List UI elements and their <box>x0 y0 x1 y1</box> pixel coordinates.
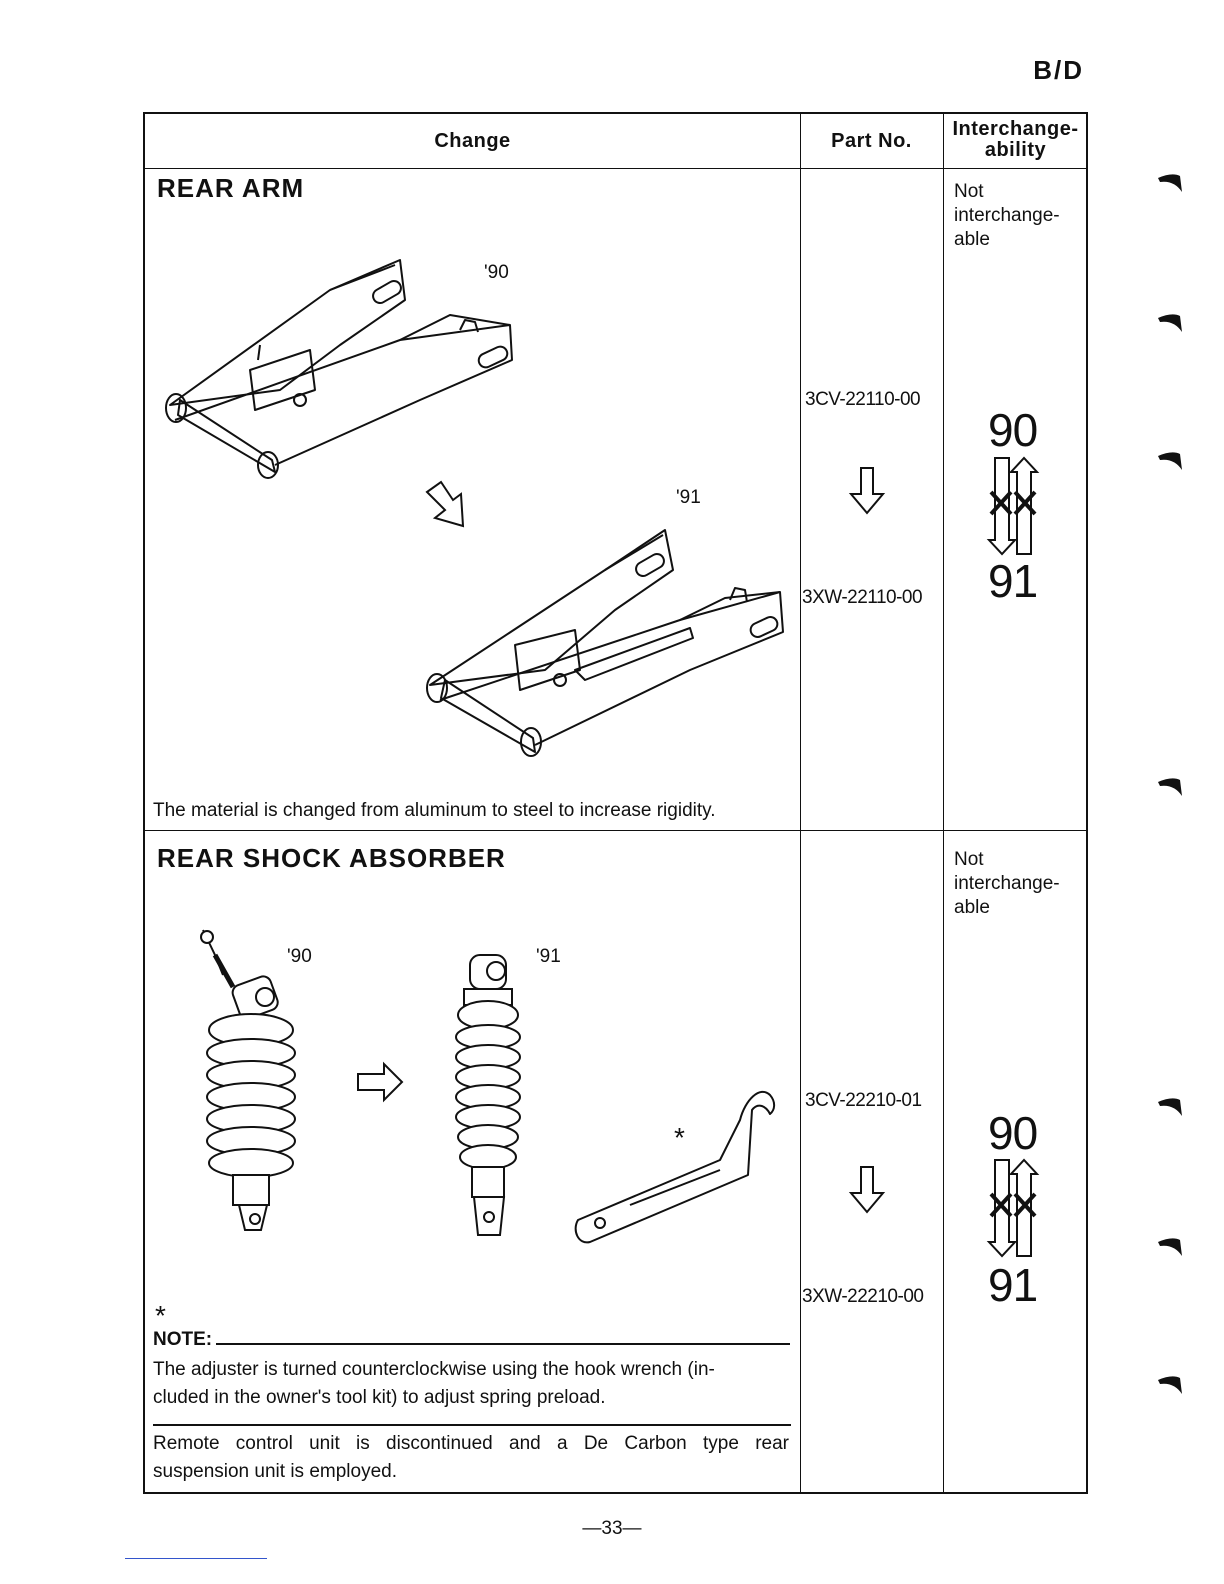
binder-mark-icon <box>1158 1098 1182 1116</box>
rear-shock-big-new: 91 <box>988 1259 1038 1311</box>
shock-90-illustration <box>200 929 296 1231</box>
down-arrow-icon <box>848 467 886 515</box>
note-text-line: The adjuster is turned counterclockwise … <box>153 1359 715 1380</box>
interchange-text-line: Not <box>954 181 984 202</box>
interchange-text-line: able <box>954 897 990 918</box>
note-rule <box>216 1343 790 1345</box>
header-interchange-line2: ability <box>984 139 1047 161</box>
section-code: B/D <box>1033 55 1084 85</box>
header-divider <box>145 168 1086 169</box>
page-number: —33— <box>582 1518 642 1539</box>
rear-shock-big-old: 90 <box>988 1107 1038 1159</box>
header-change: Change <box>434 130 511 152</box>
description-line: Remote control unit is discontinued and … <box>153 1433 789 1454</box>
column-divider <box>943 114 944 1492</box>
binder-mark-icon <box>1158 174 1182 192</box>
change-arrow-icon <box>425 480 465 528</box>
change-table: Change Part No. Interchange- ability <box>143 112 1088 1494</box>
down-arrow-icon <box>848 1166 886 1214</box>
binder-mark-icon <box>1158 1238 1182 1256</box>
rear-arm-year-new: '91 <box>676 487 701 508</box>
rear-shock-title: REAR SHOCK ABSORBER <box>157 843 506 873</box>
rear-arm-big-new: 91 <box>988 555 1038 607</box>
rear-arm-interchangeability: Not interchange- able <box>954 180 1060 252</box>
rear-arm-title: REAR ARM <box>157 173 305 203</box>
note-star-mark: * <box>155 1300 166 1331</box>
note-end-rule <box>153 1424 791 1426</box>
rear-shock-year-old: '90 <box>287 946 312 967</box>
note-text-line: cluded in the owner's tool kit) to adjus… <box>153 1387 606 1408</box>
rear-shock-part-new: 3XW-22210-00 <box>802 1286 924 1307</box>
interchange-text-line: Not <box>954 849 984 870</box>
not-interchangeable-icon <box>986 456 1040 556</box>
rear-arm-91-illustration <box>426 529 784 757</box>
rear-shock-year-new: '91 <box>536 946 561 967</box>
header-part-no: Part No. <box>831 130 912 152</box>
row-divider <box>145 830 1086 831</box>
binder-mark-icon <box>1158 1376 1182 1394</box>
hook-wrench-illustration <box>574 1090 776 1244</box>
binder-mark-icon <box>1158 778 1182 796</box>
header-interchange-line1: Interchange- <box>952 118 1079 140</box>
right-arrow-icon <box>357 1061 404 1103</box>
note-text: The adjuster is turned counterclockwise … <box>153 1356 715 1412</box>
description-line: suspension unit is employed. <box>153 1461 397 1482</box>
rear-arm-description: The material is changed from aluminum to… <box>153 800 716 821</box>
interchange-text-line: able <box>954 229 990 250</box>
shock-91-illustration <box>455 954 521 1236</box>
interchange-text-line: interchange- <box>954 205 1060 226</box>
binder-mark-icon <box>1158 452 1182 470</box>
interchange-text-line: interchange- <box>954 873 1060 894</box>
rear-arm-part-new: 3XW-22110-00 <box>802 587 923 608</box>
footer-link-rule <box>125 1558 267 1559</box>
rear-arm-year-old: '90 <box>484 262 509 283</box>
rear-arm-90-illustration <box>165 259 513 479</box>
rear-arm-big-old: 90 <box>988 404 1038 456</box>
note-label: NOTE: <box>153 1329 213 1350</box>
rear-shock-interchangeability: Not interchange- able <box>954 848 1060 920</box>
rear-shock-part-old: 3CV-22210-01 <box>805 1090 922 1111</box>
not-interchangeable-icon <box>986 1158 1040 1258</box>
column-divider <box>800 114 801 1492</box>
rear-shock-description: Remote control unit is discontinued and … <box>153 1430 789 1486</box>
wrench-star-mark: * <box>674 1122 685 1153</box>
rear-arm-part-old: 3CV-22110-00 <box>805 389 921 410</box>
binder-mark-icon <box>1158 314 1182 332</box>
header-interchangeability: Interchange- ability <box>943 119 1088 161</box>
